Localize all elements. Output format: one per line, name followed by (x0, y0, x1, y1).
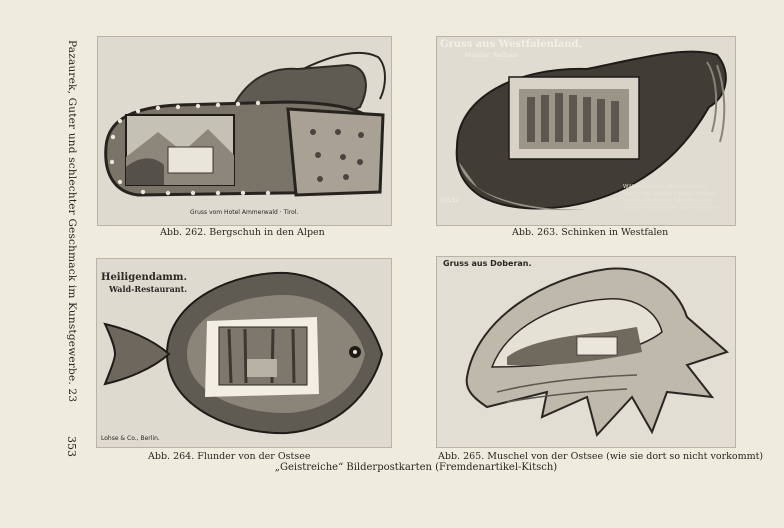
plate-title: „Geistreiche“ Bilderpostkarten (Fremdena… (274, 462, 558, 473)
shell-card-title: Gruss aus Doberan. (443, 259, 532, 268)
postcard-plate-shell: Gruss aus Doberan. (436, 256, 736, 448)
flounder-illustration (97, 259, 391, 447)
boot-illustration (98, 37, 391, 225)
postcard-plate-boot: Gruss vom Hotel Ammerwald · Tirol. (97, 36, 392, 226)
caption-265: Abb. 265. Muschel von der Ostsee (wie si… (438, 451, 764, 462)
ham-illustration (437, 37, 735, 225)
shell-illustration (437, 257, 735, 447)
flounder-card-title: Heiligendamm. (101, 272, 187, 283)
caption-262: Abb. 262. Bergschuh in den Alpen (160, 227, 325, 238)
postcard-plate-flounder: Heiligendamm. Wald-Restaurant. Lohse & C… (96, 258, 392, 448)
caption-264: Abb. 264. Flunder von der Ostsee (148, 451, 311, 462)
verse-line: Wo Du von treuer Mädchenhand (623, 198, 712, 204)
ham-card-verse: Willkommen im Westfalenland Wo Dir die h… (623, 184, 719, 212)
boot-card-text: Gruss vom Hotel Ammerwald · Tirol. (190, 209, 299, 216)
running-head-text: Pazaurek, Guter und schlechter Geschmack… (66, 40, 78, 403)
ham-card-number: 10152 (440, 197, 460, 204)
running-head: Pazaurek, Guter und schlechter Geschmack… (60, 40, 84, 402)
verse-line: Erhältst den besten aller Schinken! (623, 205, 720, 211)
ham-card-subtitle: Münster, Rathaus (465, 52, 518, 59)
page-number: 353 (60, 436, 84, 460)
postcard-plate-ham: Gruss aus Westfalenland. Münster, Rathau… (436, 36, 736, 226)
flounder-card-subtitle: Wald-Restaurant. (109, 284, 188, 294)
verse-line: Willkommen im Westfalenland (623, 184, 707, 190)
verse-line: Wo Dir die holden Kleinen winken, (623, 191, 717, 197)
caption-263: Abb. 263. Schinken in Westfalen (512, 227, 669, 238)
page-number-text: 353 (65, 436, 78, 457)
flounder-card-publisher: Lohse & Co., Berlin. (101, 435, 160, 442)
ham-card-title: Gruss aus Westfalenland. (440, 39, 582, 50)
